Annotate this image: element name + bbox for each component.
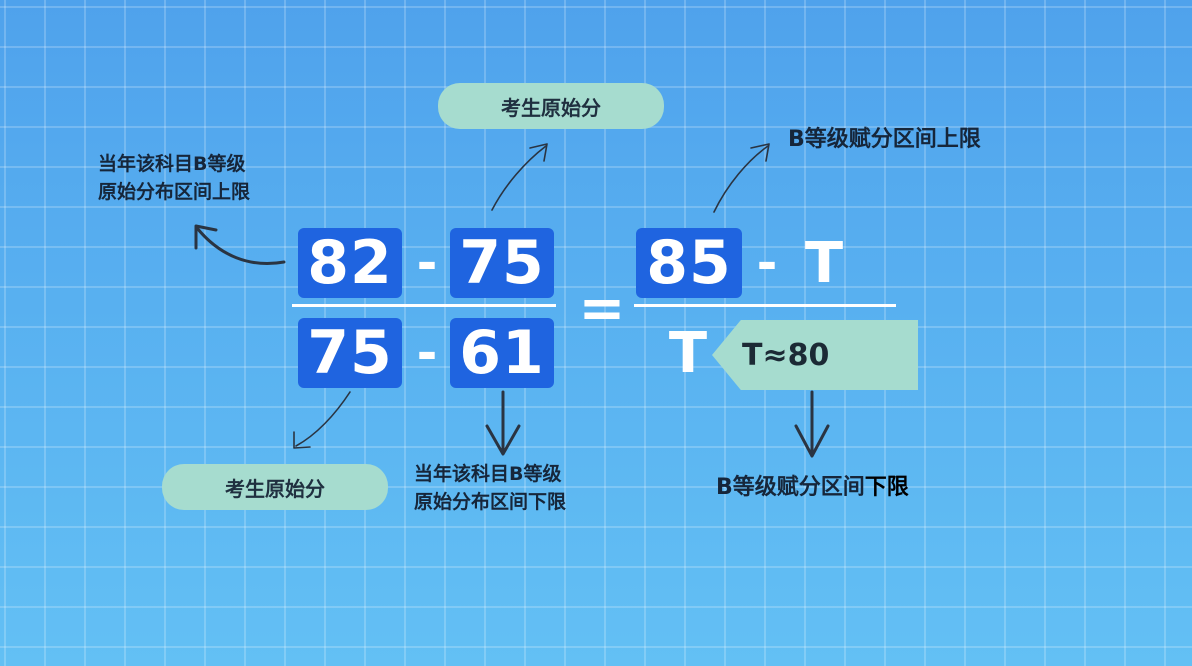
arrowhead-lower-raw <box>485 424 521 456</box>
equals-text: = <box>578 275 626 341</box>
arrow-to-raw-score-bottom <box>295 391 351 447</box>
value-82: 82 <box>307 228 393 298</box>
b-upper-raw-note: 当年该科目B等级 原始分布区间上限 <box>98 150 250 206</box>
raw-score-top-text: 考生原始分 <box>501 95 601 120</box>
arrowhead-assigned-lower <box>794 424 830 458</box>
b-assigned-upper-note: B等级赋分区间上限 <box>788 126 981 154</box>
b-assigned-upper-text: B等级赋分区间上限 <box>788 127 981 152</box>
left-fraction-bar <box>292 304 556 307</box>
arrow-to-assigned-upper <box>713 145 769 213</box>
arrowhead-upper-raw <box>194 224 218 250</box>
minus-sign-left-den: - <box>404 320 450 386</box>
t-approx-callout: T≈80 <box>712 320 918 390</box>
b-lower-raw-line1: 当年该科目B等级 <box>414 463 562 485</box>
arrow-to-upper-raw <box>195 226 286 265</box>
value-75-top: 75 <box>459 228 545 298</box>
left-denominator-second: 61 <box>450 318 554 388</box>
arrowhead-assigned-upper <box>750 143 770 162</box>
minus-text: - <box>416 234 438 292</box>
variable-t-top: T <box>804 230 844 296</box>
variable-t-bottom: T <box>668 320 708 386</box>
left-denominator-first: 75 <box>298 318 402 388</box>
right-denominator-t: T <box>660 318 716 388</box>
right-numerator-first: 85 <box>636 228 742 298</box>
b-upper-raw-line1: 当年该科目B等级 <box>98 153 246 175</box>
left-numerator-first: 82 <box>298 228 402 298</box>
b-lower-raw-note: 当年该科目B等级 原始分布区间下限 <box>414 460 566 516</box>
left-numerator-second: 75 <box>450 228 554 298</box>
arrowhead-raw-score-top <box>529 143 548 162</box>
minus-sign-left-num: - <box>404 230 450 296</box>
minus-text: - <box>756 234 778 292</box>
right-numerator-t: T <box>796 228 852 298</box>
b-assigned-lower-suffix: 下限 <box>864 475 909 500</box>
b-upper-raw-line2: 原始分布区间上限 <box>98 181 251 203</box>
arrowhead-raw-score-bottom <box>293 431 311 449</box>
raw-score-bottom-text: 考生原始分 <box>225 476 325 501</box>
value-85: 85 <box>646 228 732 298</box>
raw-score-pill-top: 考生原始分 <box>438 83 664 129</box>
arrow-to-raw-score-top <box>491 145 547 211</box>
b-assigned-lower-note: B等级赋分区间下限 <box>716 474 909 502</box>
t-approx-text: T≈80 <box>742 337 830 373</box>
raw-score-pill-bottom: 考生原始分 <box>162 464 388 510</box>
equals-sign: = <box>572 275 632 341</box>
value-61: 61 <box>459 318 545 388</box>
value-75-bottom: 75 <box>307 318 393 388</box>
b-lower-raw-line2: 原始分布区间下限 <box>414 491 567 513</box>
b-assigned-lower-prefix: B等级赋分区间 <box>716 475 865 500</box>
right-fraction-bar <box>634 304 896 307</box>
minus-text: - <box>416 324 438 382</box>
minus-sign-right-num: - <box>744 230 790 296</box>
